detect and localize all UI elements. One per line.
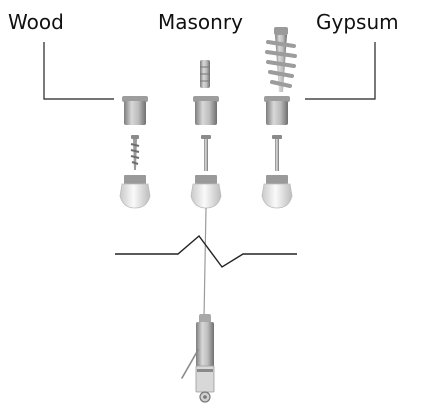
gypsum-drywall-anchor-icon [265,27,297,92]
gypsum-screw-icon [272,135,282,171]
wood-screw-icon [130,135,140,170]
masonry-screw-icon [201,135,211,171]
suspension-cable [203,207,207,319]
label-wood: Wood [8,10,64,34]
label-gypsum: Gypsum [316,10,399,34]
ceiling-cap-wood-icon [119,175,151,209]
leader-line-wood [43,42,114,100]
leader-line-gypsum [305,42,376,100]
break-line [115,234,297,268]
cable-gripper-icon [181,314,215,403]
bushing-wood-icon [122,96,148,125]
ceiling-cap-masonry-icon [190,175,222,209]
ceiling-cap-gypsum-icon [261,175,293,209]
bushing-gypsum-icon [264,96,290,125]
bushing-masonry-icon [193,96,219,125]
masonry-wall-plug-icon [200,60,210,88]
label-masonry: Masonry [158,10,243,34]
